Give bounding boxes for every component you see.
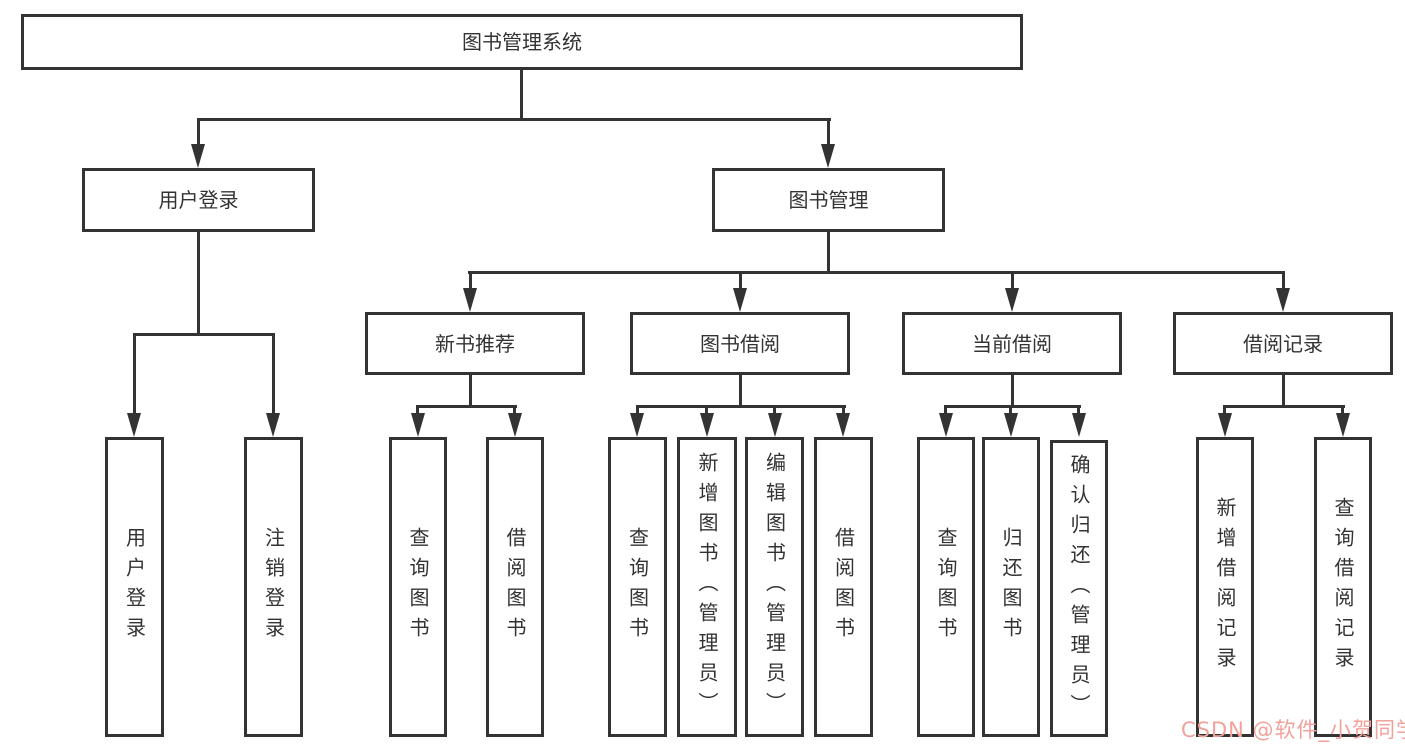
leaf-return-books: 归还图书 xyxy=(982,437,1040,737)
connector-line xyxy=(272,333,275,415)
node-current-borrowing: 当前借阅 xyxy=(902,312,1122,375)
leaf-confirm-return-admin: 确认归还（管理员） xyxy=(1050,440,1108,737)
arrowhead-down-icon xyxy=(700,413,714,437)
leaf-borrow-books: 借阅图书 xyxy=(814,437,873,737)
arrowhead-down-icon xyxy=(768,413,782,437)
leaf-logout: 注销登录 xyxy=(244,437,303,737)
leaf-edit-books-admin: 编辑图书（管理员） xyxy=(745,437,804,737)
connector-line xyxy=(469,375,472,408)
connector-line xyxy=(1341,405,1344,415)
arrowhead-down-icon xyxy=(127,413,141,437)
connector-line xyxy=(636,405,639,415)
arrowhead-down-icon xyxy=(1072,413,1086,437)
node-new-book-recommendation: 新书推荐 xyxy=(365,312,585,375)
arrowhead-down-icon xyxy=(733,288,747,312)
connector-line xyxy=(1223,405,1345,408)
arrowhead-down-icon xyxy=(1005,288,1019,312)
connector-line xyxy=(469,271,472,291)
connector-line xyxy=(197,118,831,121)
leaf-borrow-books: 借阅图书 xyxy=(486,437,544,737)
arrowhead-down-icon xyxy=(191,144,205,168)
connector-line xyxy=(773,405,776,415)
connector-line xyxy=(513,405,516,415)
node-borrowing-records: 借阅记录 xyxy=(1173,312,1393,375)
connector-line xyxy=(944,405,1081,408)
connector-line xyxy=(1011,271,1014,291)
connector-line xyxy=(827,232,830,274)
leaf-user-login: 用户登录 xyxy=(105,437,164,737)
connector-line xyxy=(739,375,742,408)
connector-line xyxy=(944,405,947,415)
leaf-query-books: 查询图书 xyxy=(608,437,667,737)
arrowhead-down-icon xyxy=(1004,413,1018,437)
leaf-add-borrow-record: 新增借阅记录 xyxy=(1196,437,1254,737)
arrowhead-down-icon xyxy=(508,413,522,437)
arrowhead-down-icon xyxy=(939,413,953,437)
arrowhead-down-icon xyxy=(411,413,425,437)
arrowhead-down-icon xyxy=(836,413,850,437)
arrowhead-down-icon xyxy=(266,413,280,437)
connector-line xyxy=(1223,405,1226,415)
leaf-add-books-admin: 新增图书（管理员） xyxy=(677,437,737,737)
connector-line xyxy=(133,333,136,415)
arrowhead-down-icon xyxy=(1336,413,1350,437)
connector-line xyxy=(1077,405,1080,415)
node-library-management-system: 图书管理系统 xyxy=(21,14,1023,70)
connector-line xyxy=(1282,271,1285,291)
connector-line xyxy=(468,271,1285,274)
connector-line xyxy=(1009,405,1012,415)
connector-line xyxy=(1011,375,1014,408)
node-user-login: 用户登录 xyxy=(82,168,315,232)
arrowhead-down-icon xyxy=(1276,288,1290,312)
leaf-query-books: 查询图书 xyxy=(389,437,447,737)
arrowhead-down-icon xyxy=(463,288,477,312)
node-book-management: 图书管理 xyxy=(712,168,945,232)
connector-line xyxy=(520,70,523,121)
leaf-query-borrow-record: 查询借阅记录 xyxy=(1314,437,1372,737)
connector-line xyxy=(197,118,200,146)
connector-line xyxy=(416,405,419,415)
connector-line xyxy=(133,333,275,336)
connector-line xyxy=(827,118,830,146)
watermark: CSDN @软件_小贺同学 xyxy=(1181,718,1405,742)
connector-line xyxy=(739,271,742,291)
connector-line xyxy=(197,232,200,336)
arrowhead-down-icon xyxy=(1218,413,1232,437)
connector-line xyxy=(842,405,845,415)
connector-line xyxy=(636,405,846,408)
arrowhead-down-icon xyxy=(630,413,644,437)
connector-line xyxy=(416,405,517,408)
connector-line xyxy=(1282,375,1285,408)
leaf-query-books: 查询图书 xyxy=(917,437,975,737)
arrowhead-down-icon xyxy=(821,144,835,168)
node-book-borrowing: 图书借阅 xyxy=(630,312,850,375)
connector-line xyxy=(705,405,708,415)
